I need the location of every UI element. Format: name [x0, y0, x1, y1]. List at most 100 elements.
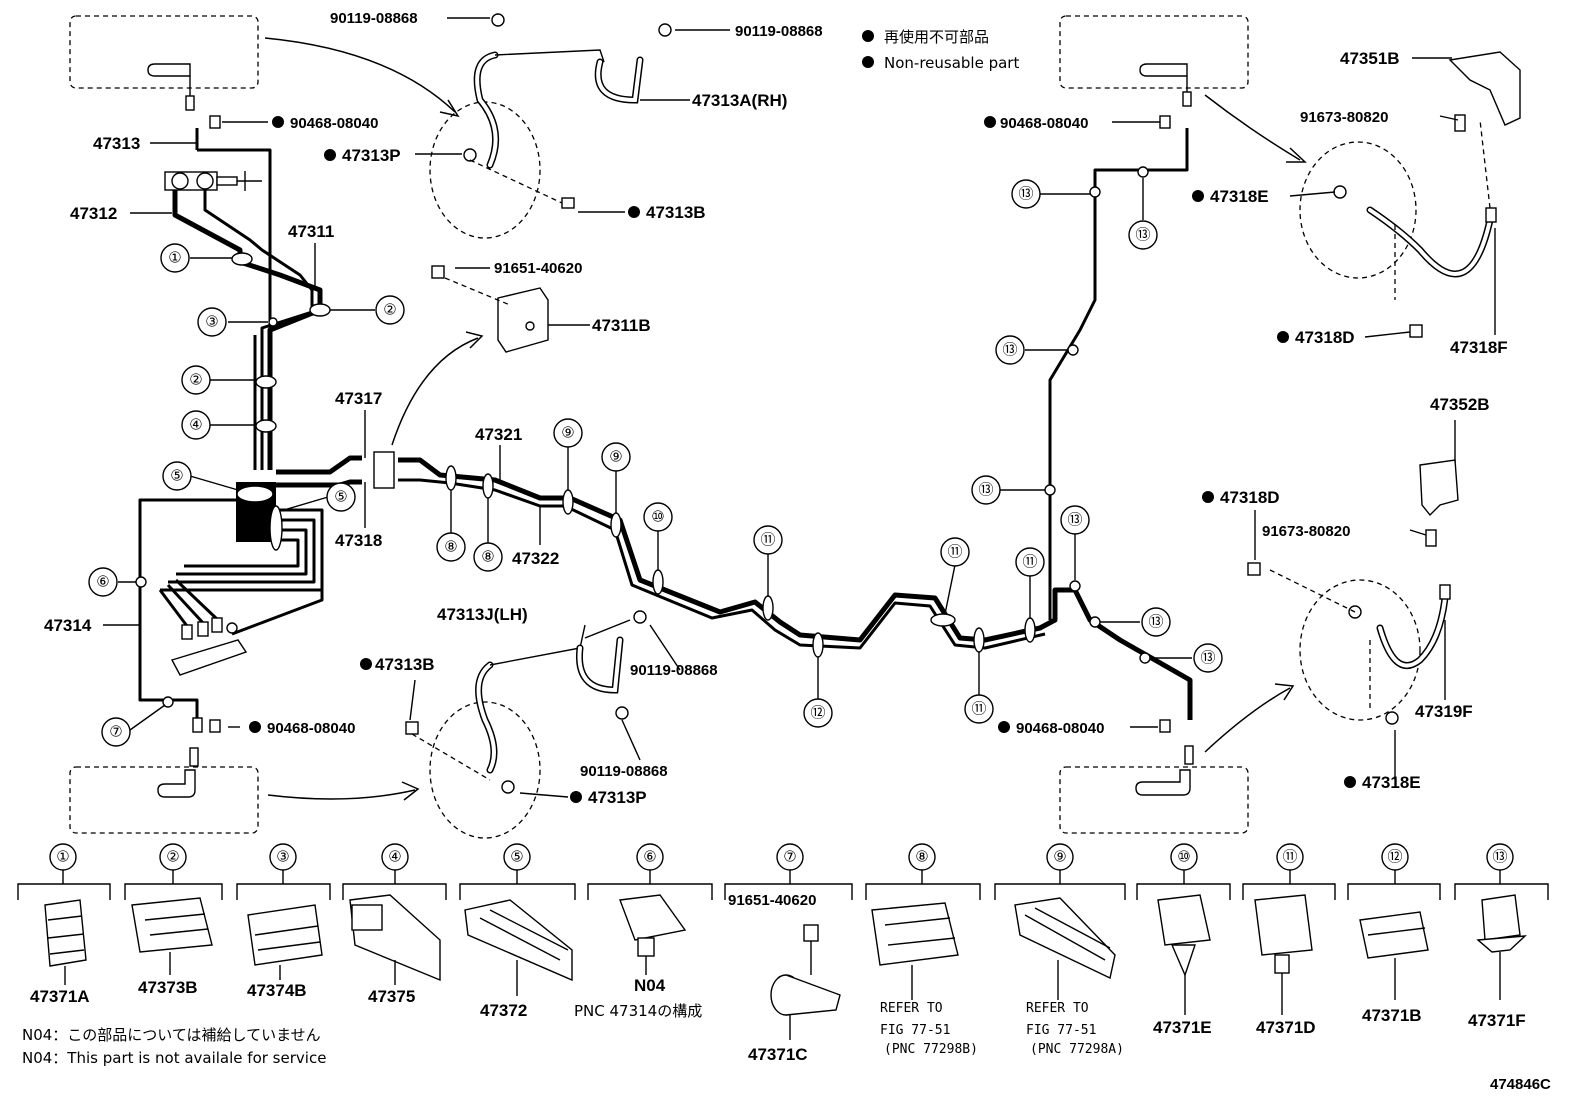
brake-actuator	[170, 639, 248, 676]
label-47317: 47317	[335, 389, 382, 408]
svg-text:⑬: ⑬	[1067, 512, 1082, 529]
svg-text:⑤: ⑤	[510, 849, 523, 866]
legend-num-5: ⑤	[503, 843, 531, 871]
legend-num-13: ⑬	[1486, 843, 1514, 871]
svg-text:⑪: ⑪	[947, 544, 962, 561]
bracket-47352B	[1419, 459, 1459, 517]
note-n04-jp: N04：この部品については補給していません	[22, 1026, 321, 1044]
callout-5b: ⑤	[326, 482, 356, 512]
legend-part-3: 47374B	[247, 981, 307, 1000]
label-47321: 47321	[475, 425, 522, 444]
legend-part-2: 47373B	[138, 978, 198, 997]
legend-part-5: 47372	[480, 1001, 527, 1020]
svg-text:⑫: ⑫	[1387, 849, 1402, 866]
svg-text:②: ②	[383, 302, 396, 319]
callout-13b: ⑬	[1128, 220, 1158, 250]
svg-text:⑥: ⑥	[96, 574, 109, 591]
callout-1: ①	[160, 243, 190, 273]
label-47313B-bot: 47313B	[375, 655, 435, 674]
svg-text:⑪: ⑪	[760, 532, 775, 549]
callout-8a: ⑧	[436, 532, 466, 562]
label-90119-b: 90119-08868	[735, 23, 823, 40]
svg-text:⑬: ⑬	[1200, 650, 1215, 667]
front-right-tube	[1048, 128, 1189, 620]
clip-N04	[619, 894, 687, 941]
svg-text:④: ④	[388, 849, 401, 866]
legend-clip-drawings	[44, 894, 1527, 1040]
label-47351B: 47351B	[1340, 49, 1400, 68]
label-47313P-bot: 47313P	[588, 788, 647, 807]
clip-47371E	[1157, 894, 1211, 946]
label-47318E-top: 47318E	[1210, 187, 1269, 206]
svg-text:⑬: ⑬	[1018, 186, 1033, 203]
bracket-47311B	[431, 265, 549, 353]
label-47352B: 47352B	[1430, 395, 1490, 414]
svg-text:⑤: ⑤	[334, 489, 347, 506]
svg-text:①: ①	[168, 250, 181, 267]
label-47313: 47313	[93, 134, 140, 153]
non-reusable-markers	[249, 30, 1356, 803]
label-47322: 47322	[512, 549, 559, 568]
svg-text:⑧: ⑧	[915, 849, 928, 866]
legend-num-11: ⑪	[1276, 843, 1304, 871]
label-47318D-top: 47318D	[1295, 328, 1355, 347]
bracket-47351B	[1448, 51, 1521, 126]
legend-sub-6: PNC 47314の構成	[574, 1002, 702, 1020]
legend-ref2-8: FIG 77-51	[880, 1023, 950, 1038]
legend-num-10: ⑩	[1170, 843, 1198, 871]
svg-text:⑬: ⑬	[1148, 614, 1163, 631]
svg-text:⑨: ⑨	[1053, 849, 1066, 866]
diagram-callouts: ① ② ③ ② ④ ⑤ ⑤ ⑥ ⑦ ⑧ ⑧ ⑨ ⑨ ⑩ ⑪ ⑫ ⑪ ⑪ ⑪ ⑬ …	[88, 179, 1223, 747]
legend-num-2: ②	[159, 843, 187, 871]
clip-47371D	[1254, 894, 1313, 956]
clip-47371F	[1481, 894, 1521, 941]
svg-text:⑧: ⑧	[444, 539, 457, 556]
clip-47371B	[1359, 911, 1429, 959]
part-number-labels: 90119-08868 90119-08868 47313A(RH) 90468…	[44, 10, 1508, 807]
clip-47373B	[131, 897, 213, 953]
label-47311B: 47311B	[592, 316, 651, 335]
callout-2a: ②	[375, 295, 405, 325]
legend-part-11: 47371D	[1256, 1018, 1316, 1037]
wheel-box-rear-left	[69, 747, 259, 834]
label-47314: 47314	[44, 616, 92, 635]
flow-arrows	[264, 37, 1307, 801]
label-90119-a: 90119-08868	[330, 10, 418, 27]
legend-num-7: ⑦	[776, 843, 804, 871]
callout-3: ③	[197, 307, 227, 337]
clip-47371A	[44, 899, 87, 967]
legend-num-3: ③	[269, 843, 297, 871]
tube-clamps	[135, 166, 1151, 708]
legend-ref3-8: (PNC 77298B)	[884, 1042, 978, 1057]
svg-text:⑪: ⑪	[1022, 554, 1037, 571]
label-90468-tr: 90468-08040	[1000, 115, 1088, 132]
legend-callouts: ① ② ③ ④ ⑤ ⑥ ⑦ ⑧ ⑨ ⑩ ⑪ ⑫ ⑬	[49, 843, 1514, 871]
callout-12: ⑫	[803, 698, 833, 728]
label-90119-c: 90119-08868	[630, 662, 718, 679]
legend-num-1: ①	[49, 843, 77, 871]
front-left-hose-detail	[429, 13, 672, 239]
footer-notes: N04：この部品については補給していません N04：This part is n…	[22, 1026, 1551, 1093]
label-47313J: 47313J(LH)	[437, 605, 528, 624]
label-47313A: 47313A(RH)	[692, 91, 787, 110]
label-91673-a: 91673-80820	[1300, 109, 1388, 126]
callout-5a: ⑤	[162, 461, 192, 491]
label-47318D-bot: 47318D	[1220, 488, 1280, 507]
callout-10: ⑩	[643, 502, 673, 532]
label-90468-bl: 90468-08040	[267, 720, 355, 737]
svg-text:⑬: ⑬	[1002, 342, 1017, 359]
svg-text:⑩: ⑩	[651, 509, 664, 526]
legend-part-10: 47371E	[1153, 1018, 1212, 1037]
label-47313B-top: 47313B	[646, 203, 706, 222]
callout-13e: ⑬	[1060, 505, 1090, 535]
label-90468-br: 90468-08040	[1016, 720, 1104, 737]
svg-text:⑤: ⑤	[170, 468, 183, 485]
label-47318: 47318	[335, 531, 382, 550]
front-right-hose-detail	[1299, 51, 1521, 338]
legend-part-13: 47371F	[1468, 1011, 1526, 1030]
legend-part-labels: 47371A 47373B 47374B 47375 47372 N04 PNC…	[30, 892, 1526, 1064]
label-47312: 47312	[70, 204, 117, 223]
svg-text:⑪: ⑪	[971, 701, 986, 718]
wheel-box-front-left	[69, 15, 259, 111]
label-47318E-bot: 47318E	[1362, 773, 1421, 792]
